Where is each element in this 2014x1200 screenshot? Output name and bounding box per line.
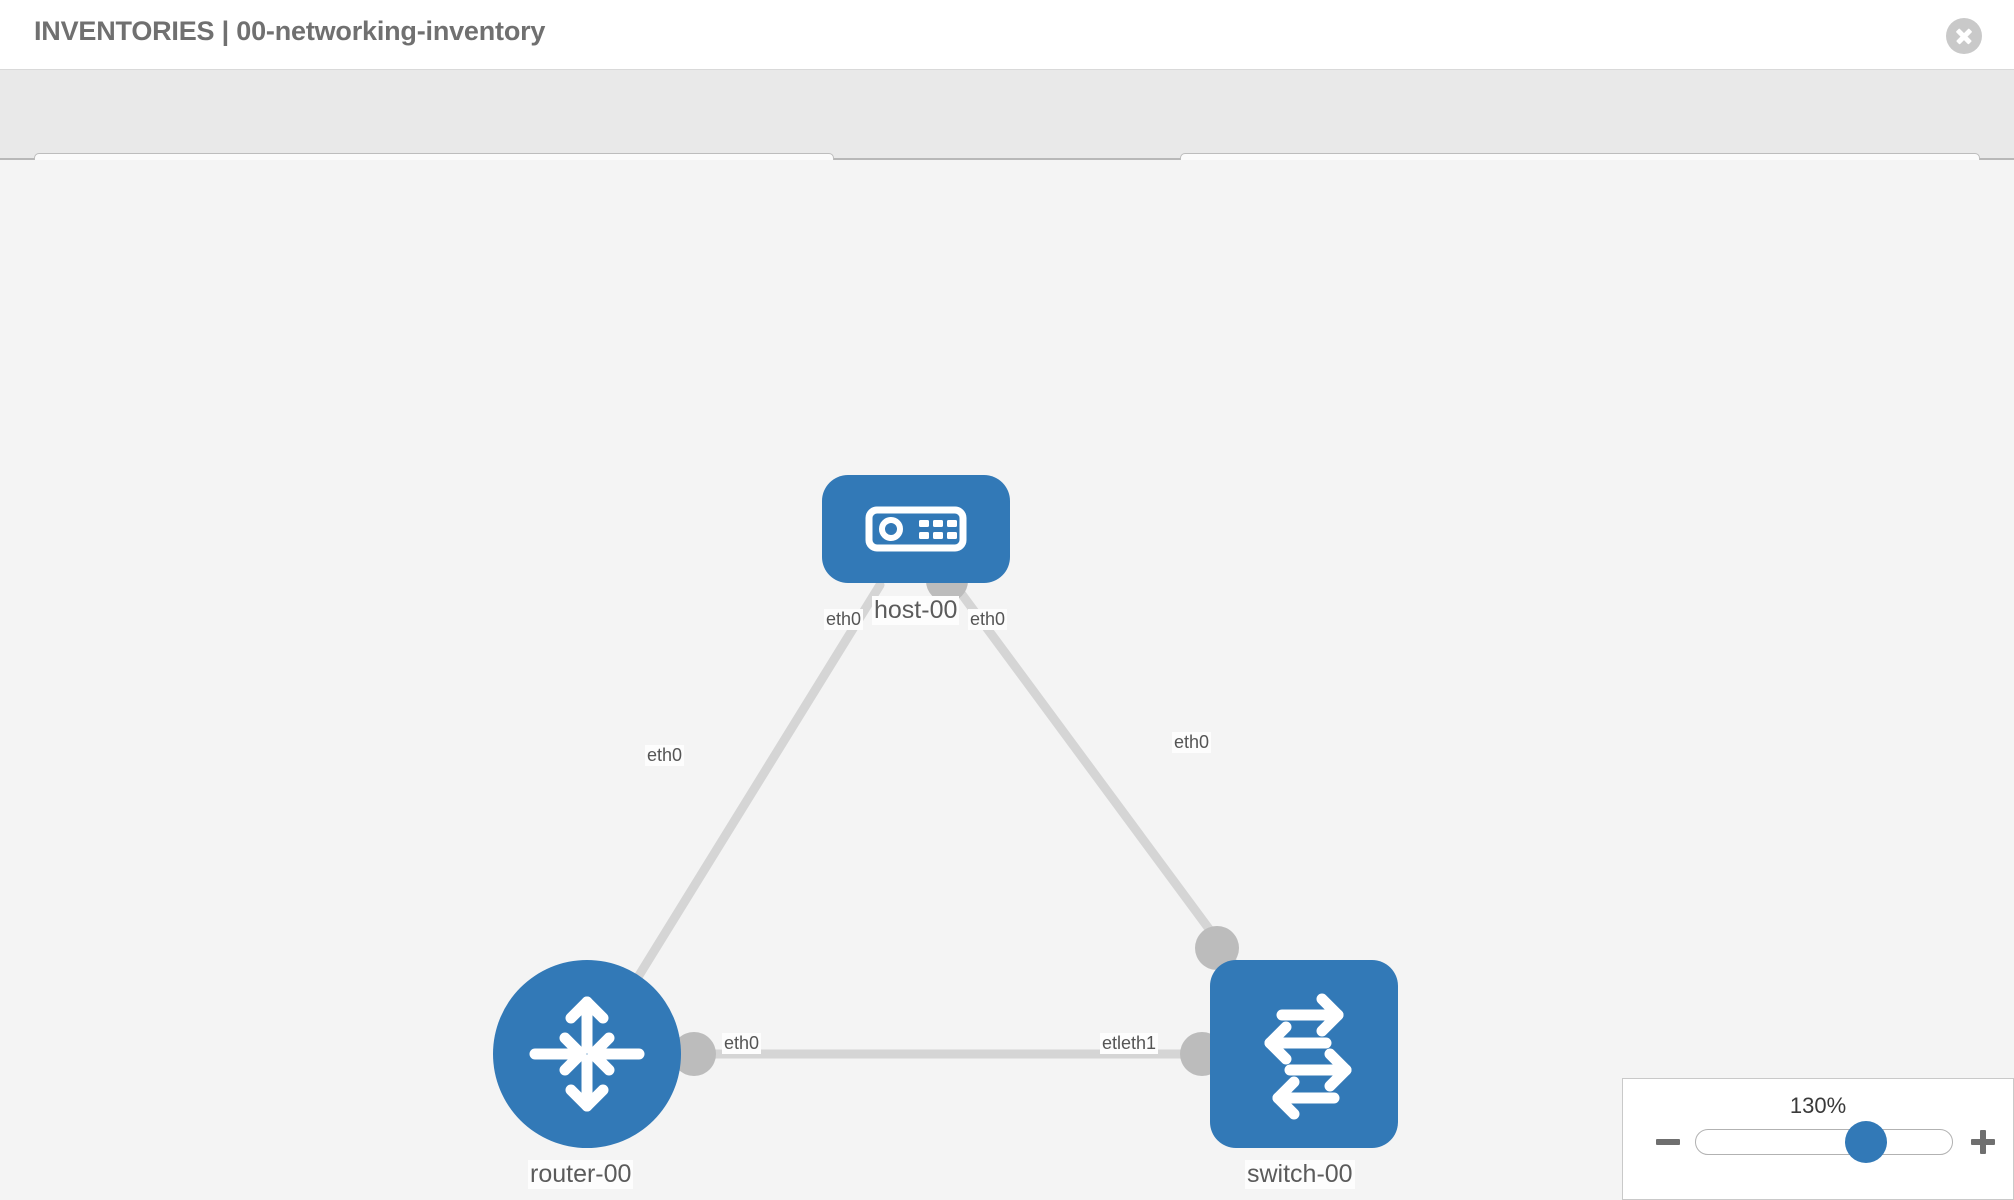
zoom-level-value: 130% bbox=[1789, 1093, 1847, 1118]
zoom-out-button[interactable] bbox=[1653, 1127, 1683, 1157]
iface-label-host-left: eth0 bbox=[824, 609, 864, 630]
iface-label-router-to-switch: eth0 bbox=[722, 1033, 762, 1054]
node-label-host-00: host-00 bbox=[872, 596, 960, 625]
server-icon bbox=[865, 506, 967, 552]
node-host-00[interactable] bbox=[822, 475, 1010, 583]
node-label-switch-00: switch-00 bbox=[1245, 1160, 1355, 1189]
page-header: INVENTORIES | 00-networking-inventory bbox=[0, 0, 2014, 70]
link-host-router bbox=[625, 580, 885, 995]
zoom-slider-track[interactable] bbox=[1695, 1129, 1953, 1155]
zoom-slider-thumb[interactable] bbox=[1845, 1121, 1887, 1163]
zoom-control-panel: 130% bbox=[1622, 1078, 2014, 1200]
link-host-switch bbox=[950, 580, 1237, 965]
router-arrows-icon bbox=[529, 996, 645, 1112]
toolbar: ACTIONS SEARCH bbox=[0, 70, 2014, 205]
zoom-in-button[interactable] bbox=[1968, 1127, 1998, 1157]
topology-links bbox=[625, 580, 1237, 1059]
iface-label-host-right: eth0 bbox=[968, 609, 1008, 630]
iface-label-router-to-host: eth0 bbox=[645, 745, 685, 766]
topology-canvas[interactable]: host-00 eth0 eth0 bbox=[0, 160, 2014, 1200]
page-title: INVENTORIES | 00-networking-inventory bbox=[34, 16, 546, 46]
switch-arrows-icon bbox=[1264, 993, 1352, 1120]
node-label-router-00: router-00 bbox=[528, 1160, 634, 1189]
node-switch-00[interactable] bbox=[1210, 960, 1398, 1148]
iface-label-switch-to-router: etleth1 bbox=[1100, 1033, 1159, 1054]
node-router-00[interactable] bbox=[493, 960, 681, 1148]
iface-label-switch-to-host: eth0 bbox=[1172, 732, 1212, 753]
close-icon[interactable] bbox=[1946, 18, 1982, 54]
